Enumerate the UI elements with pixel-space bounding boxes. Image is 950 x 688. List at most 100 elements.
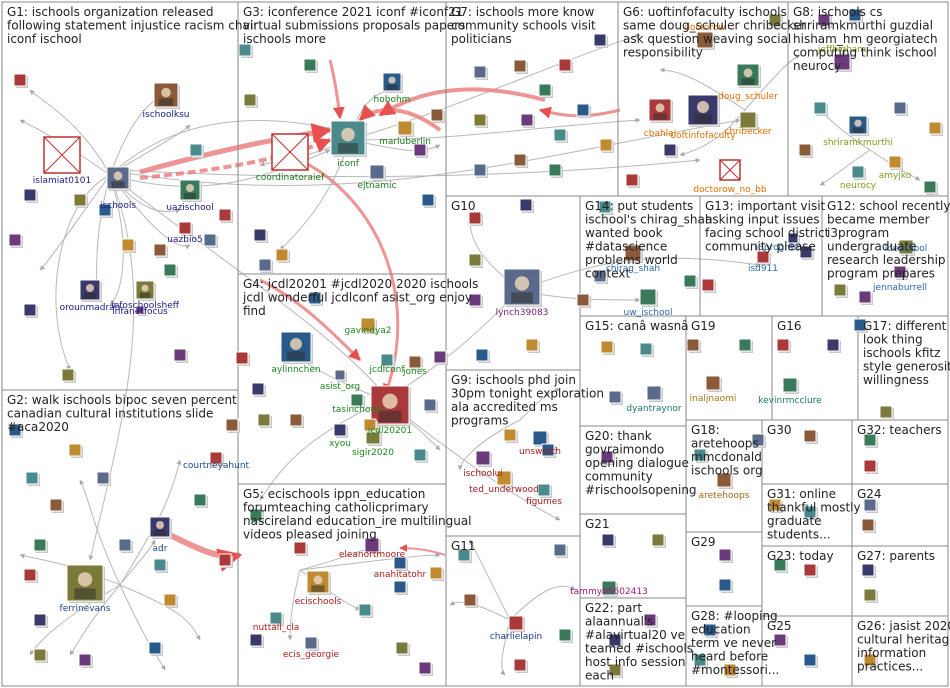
node-62[interactable] <box>473 113 488 128</box>
node-39[interactable] <box>303 58 318 73</box>
node-42[interactable] <box>257 413 272 428</box>
node-uazbio5[interactable] <box>178 221 193 236</box>
node-63[interactable] <box>520 113 535 128</box>
node-sigir2020[interactable] <box>365 429 382 446</box>
node-135[interactable] <box>723 663 738 678</box>
node-114[interactable] <box>718 578 733 593</box>
node-6[interactable] <box>189 143 204 158</box>
node-dyantraynor[interactable] <box>646 385 663 402</box>
node-13[interactable] <box>173 348 188 363</box>
node-18[interactable] <box>49 498 64 513</box>
node-cbahlai[interactable] <box>648 98 673 123</box>
node-58[interactable] <box>513 59 528 74</box>
node-ecis_georgie[interactable] <box>304 636 319 651</box>
node-36[interactable] <box>238 43 253 58</box>
node-123[interactable] <box>773 633 788 648</box>
node-80[interactable] <box>468 211 483 226</box>
node-75[interactable] <box>928 121 943 136</box>
node-57[interactable] <box>473 65 488 80</box>
node-32[interactable] <box>243 93 258 108</box>
node-14[interactable] <box>8 423 23 438</box>
node-26[interactable] <box>153 558 168 573</box>
node-27[interactable] <box>118 538 133 553</box>
node-115[interactable] <box>768 498 783 513</box>
node-70[interactable] <box>625 173 640 188</box>
node-31[interactable] <box>253 228 268 243</box>
node-131[interactable] <box>608 633 623 648</box>
node-hobohm[interactable] <box>382 72 403 93</box>
node-94[interactable] <box>853 318 868 333</box>
node-lynch39083[interactable] <box>503 268 542 307</box>
node-figumes[interactable] <box>537 483 552 498</box>
node-xyou[interactable] <box>333 423 348 438</box>
node-28[interactable] <box>225 418 240 433</box>
node-50[interactable] <box>293 541 308 556</box>
node-40[interactable] <box>235 351 250 366</box>
node-104[interactable] <box>541 443 556 458</box>
node-52[interactable] <box>395 641 410 656</box>
node-aylinnchen[interactable] <box>280 331 313 364</box>
node-100[interactable] <box>776 338 791 353</box>
node-53[interactable] <box>418 661 433 676</box>
node-ted_underwood[interactable] <box>496 470 513 487</box>
node-99[interactable] <box>738 338 753 353</box>
node-136[interactable] <box>693 653 708 668</box>
node-uazischool[interactable] <box>179 179 202 202</box>
node-59[interactable] <box>538 83 553 98</box>
node-78[interactable] <box>798 143 813 158</box>
node-amyjko[interactable] <box>888 155 903 170</box>
node-i3program[interactable] <box>787 232 800 245</box>
node-38[interactable] <box>430 108 445 123</box>
node-89[interactable] <box>683 274 698 289</box>
node-shriramkmurthi[interactable] <box>848 115 869 136</box>
node-ischoolui[interactable] <box>475 450 492 467</box>
node-1[interactable] <box>23 188 38 203</box>
node-97[interactable] <box>608 390 623 405</box>
node-34[interactable] <box>421 193 436 208</box>
node-2[interactable] <box>73 193 88 208</box>
node-126[interactable] <box>457 548 472 563</box>
node-64[interactable] <box>576 103 591 118</box>
node-49[interactable] <box>249 508 264 523</box>
node-76[interactable] <box>813 101 828 116</box>
node-22[interactable] <box>33 648 48 663</box>
node-17[interactable] <box>96 471 111 486</box>
node-doctorow[interactable] <box>696 31 715 50</box>
node-65[interactable] <box>599 138 614 153</box>
node-charlielapin[interactable] <box>508 615 525 632</box>
node-chirag_shah[interactable] <box>624 244 643 263</box>
node-47[interactable] <box>423 398 438 413</box>
node-74[interactable] <box>848 8 863 23</box>
node-41[interactable] <box>251 382 266 397</box>
node-jcdlconf[interactable] <box>380 353 395 368</box>
node-73[interactable] <box>817 13 832 28</box>
node-91[interactable] <box>799 245 814 260</box>
node-85[interactable] <box>525 338 540 353</box>
node-ischools[interactable] <box>106 166 131 191</box>
node-20[interactable] <box>23 568 38 583</box>
node-48[interactable] <box>289 413 304 428</box>
node-orounmadran[interactable] <box>79 279 102 302</box>
node-90[interactable] <box>701 278 716 293</box>
node-103[interactable] <box>600 450 615 465</box>
node-uoftinfofaculty[interactable] <box>687 94 720 127</box>
node-45[interactable] <box>363 418 378 433</box>
node-0[interactable] <box>13 73 28 88</box>
node-95[interactable] <box>600 340 615 355</box>
node-30[interactable] <box>218 553 233 568</box>
node-ischoolksu[interactable] <box>153 82 180 109</box>
node-88[interactable] <box>576 293 591 308</box>
node-tasinchoud[interactable] <box>350 393 365 408</box>
node-infoschoolsheff[interactable] <box>135 280 156 301</box>
node-11[interactable] <box>23 303 38 318</box>
node-66[interactable] <box>553 128 568 143</box>
node-16[interactable] <box>25 471 40 486</box>
node-98[interactable] <box>686 338 701 353</box>
node-inaljnaomi[interactable] <box>705 375 722 392</box>
node-107[interactable] <box>751 433 766 448</box>
node-23[interactable] <box>78 653 93 668</box>
node-adr[interactable] <box>149 516 172 539</box>
node-118[interactable] <box>861 518 876 533</box>
node-110[interactable] <box>863 459 878 474</box>
node-35[interactable] <box>275 248 290 263</box>
